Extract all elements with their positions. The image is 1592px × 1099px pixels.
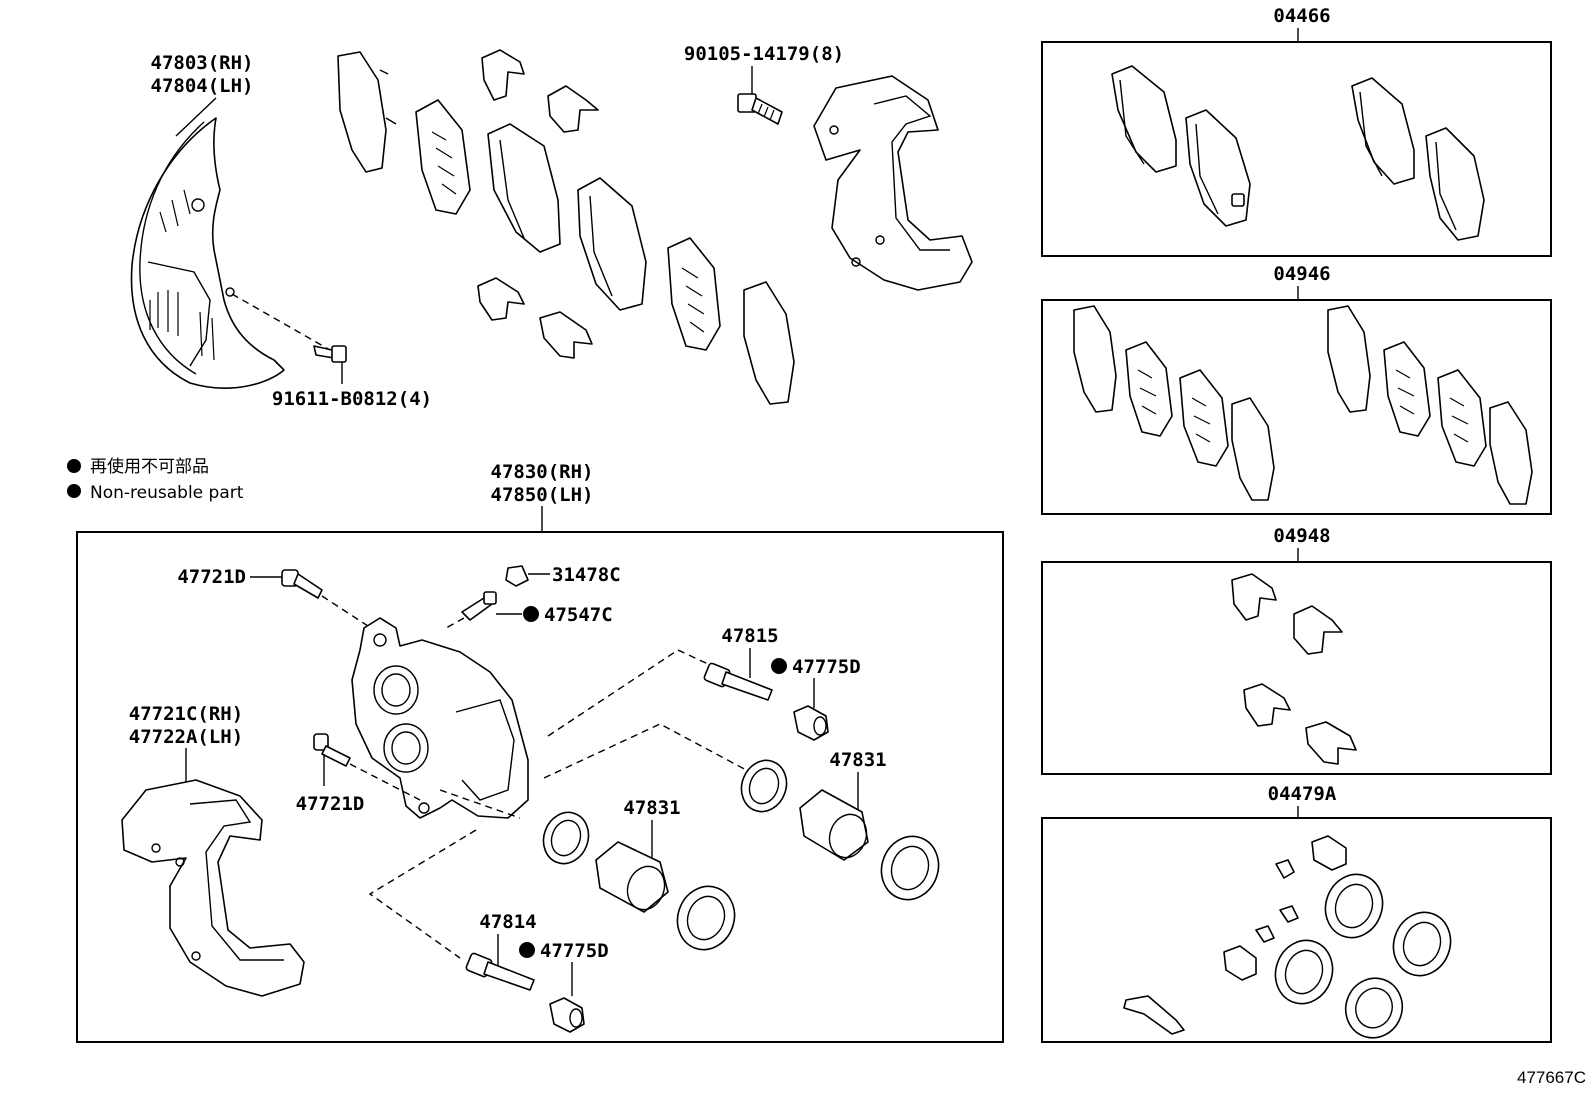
label-dust-shield-lh: 47804(LH) [151,75,254,97]
pads-shims-clips-drawing [337,49,795,405]
non-reusable-marker-icon [523,606,539,622]
kit-label: 04466 [1273,5,1330,27]
legend-bullet-icon [67,484,81,498]
kit-seals-drawing [1123,835,1452,1039]
dust-shield-drawing [130,117,285,389]
legend-japanese: 再使用不可部品 [90,456,209,477]
piston-boot-left-drawing [676,885,736,951]
label-mounting-rh: 47721C(RH) [129,703,243,725]
caliper-assembly-box [76,531,1004,1043]
kit-label: 04948 [1273,525,1330,547]
legend-bullet-icon [67,459,81,473]
piston-boot-right-drawing [880,835,940,901]
piston-right-drawing [799,789,869,861]
kit-shims-drawing [1073,305,1533,505]
label-cap: 31478C [552,564,621,586]
bleeder-plug-lower-drawing [313,733,351,767]
piston-seal-left-drawing [542,811,590,865]
bleeder-drawing [461,591,497,621]
legend-english: Non-reusable part [90,483,244,503]
piston-left-drawing [595,841,669,913]
label-shield-bolt: 91611-B0812(4) [272,388,432,410]
kit-box [1041,561,1552,775]
kit-pads-drawing [1111,65,1485,241]
label-caliper-rh: 47830(RH) [491,461,594,483]
label-mounting-lh: 47722A(LH) [129,726,243,748]
kit-box [1041,817,1552,1043]
mounting-bolt-drawing [737,93,783,125]
boot-upper-drawing [793,705,829,741]
piston-seal-right-drawing [740,759,788,813]
label-bleeder-plug-upper: 47721D [177,566,246,588]
label-caliper-lh: 47850(LH) [491,484,594,506]
kit-label: 04946 [1273,263,1330,285]
label-slide-pin-lower: 47814 [479,911,536,933]
label-slide-pin-upper: 47815 [721,625,778,647]
caliper-mounting-top-drawing [813,75,973,291]
kit-clips-drawing [1231,573,1357,765]
slide-pin-upper-drawing [703,662,773,701]
kit-label: 04479A [1268,783,1337,805]
caliper-body-drawing [351,617,529,819]
label-mounting-bolt: 90105-14179(8) [684,43,844,65]
label-boot-lower: 47775D [540,940,609,962]
figure-reference: 477667C [1517,1068,1586,1087]
label-bleeder-plug-lower: 47721D [296,793,365,815]
caliper-mounting-lower-drawing [121,779,305,997]
label-piston-lower: 47831 [623,797,680,819]
kit-box [1041,41,1552,257]
cap-drawing [505,565,529,587]
label-bleeder: 47547C [544,604,613,626]
bleeder-plug-upper-drawing [281,569,323,599]
label-boot-upper: 47775D [792,656,861,678]
label-dust-shield-rh: 47803(RH) [151,52,254,74]
shield-bolt-drawing [313,345,347,363]
kit-box [1041,299,1552,515]
slide-pin-lower-drawing [465,952,535,991]
label-piston-upper: 47831 [829,749,886,771]
non-reusable-marker-icon [771,658,787,674]
boot-lower-drawing [549,997,585,1033]
non-reusable-marker-icon [519,942,535,958]
